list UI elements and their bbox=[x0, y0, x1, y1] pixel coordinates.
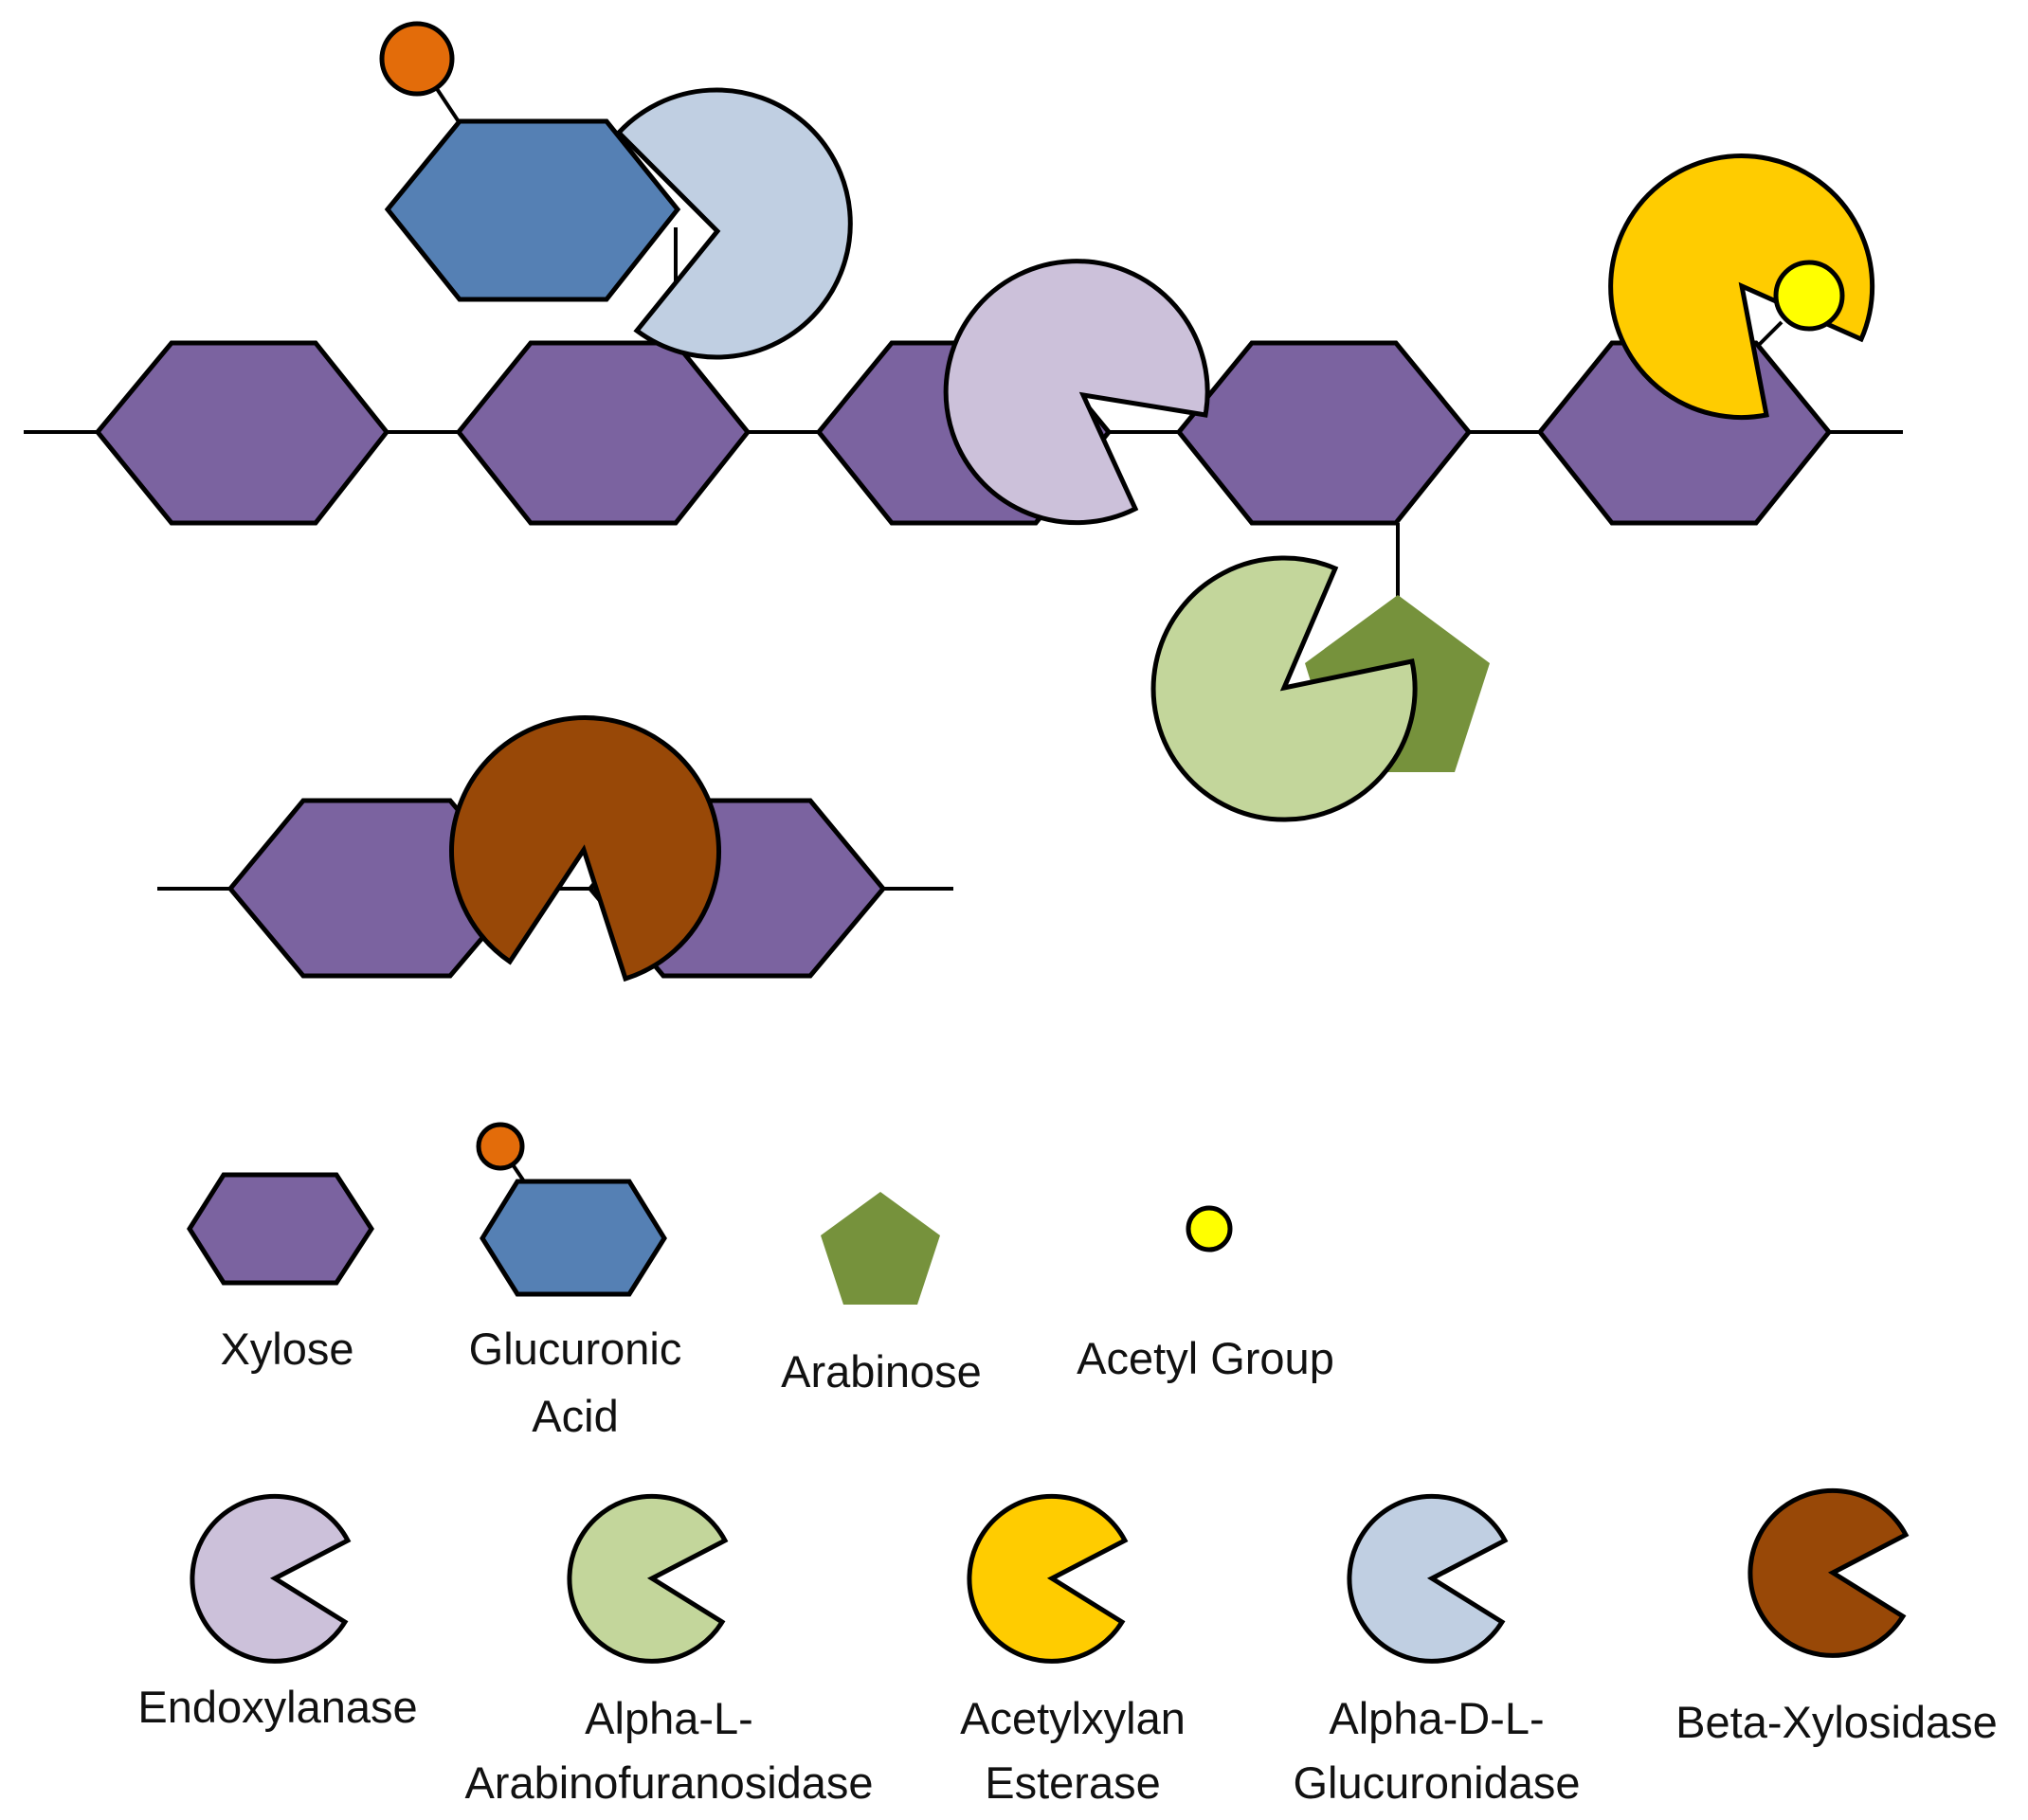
xylose-unit bbox=[94, 340, 390, 526]
beta-xylosidase-label: Beta-Xylosidase bbox=[1675, 1697, 1998, 1747]
acetyl-group-legend-icon bbox=[1186, 1205, 1233, 1252]
endoxylanase-legend-icon bbox=[192, 1496, 348, 1661]
glucuronidase-label-line1: Alpha-D-L- bbox=[1329, 1693, 1544, 1743]
esterase-label-line2: Esterase bbox=[985, 1757, 1160, 1808]
endoxylanase-enzyme bbox=[943, 259, 1210, 526]
endoxylanase-label: Endoxylanase bbox=[137, 1682, 417, 1732]
acetyl-bond bbox=[1756, 320, 1784, 348]
endoxylanase-active bbox=[943, 259, 1210, 526]
alpha-d-l-glucuronidase-legend-icon bbox=[1349, 1496, 1505, 1661]
arabinose-label: Arabinose bbox=[781, 1346, 982, 1397]
xylobiose-chain bbox=[157, 715, 953, 982]
arabinofuranosidase-label-line1: Alpha-L- bbox=[585, 1693, 753, 1743]
acetylxylan-esterase-legend-icon bbox=[969, 1496, 1125, 1661]
alpha-l-arabinofuranosidase-legend-icon bbox=[570, 1496, 725, 1661]
glucuronic-acid-legend-icon bbox=[480, 1179, 667, 1297]
alpha-l-arabinofuranosidase-enzyme bbox=[1150, 555, 1418, 822]
glucuronic-acid-side-chain bbox=[379, 21, 853, 360]
glucuronic-legend-cap-icon bbox=[476, 1122, 525, 1171]
glucuronic-acid-label-line1: Glucuronic bbox=[469, 1324, 682, 1374]
glucuronidase-label-line2: Glucuronidase bbox=[1293, 1757, 1580, 1808]
xylose-label: Xylose bbox=[220, 1324, 353, 1374]
arabinofuranosidase-label-line2: Arabinofuranosidase bbox=[464, 1757, 873, 1808]
esterase-label-line1: Acetylxylan bbox=[960, 1693, 1186, 1743]
xylose-unit bbox=[455, 340, 751, 526]
acetylxylan-esterase-enzyme bbox=[1608, 153, 1875, 421]
enzyme-legend: Endoxylanase Alpha-L- Arabinofuranosidas… bbox=[137, 1490, 1998, 1808]
beta-xylosidase-legend-icon bbox=[1750, 1490, 1906, 1655]
acetyl-group-label: Acetyl Group bbox=[1077, 1333, 1334, 1383]
acetyl-group bbox=[1773, 260, 1845, 332]
xylose-legend-icon bbox=[187, 1172, 374, 1286]
acetyl-esterase-active bbox=[1608, 153, 1875, 421]
substrate-legend: Xylose Glucuronic Acid Arabinose Acetyl … bbox=[187, 1122, 1334, 1441]
alpha-d-l-glucuronidase-enzyme bbox=[615, 87, 853, 360]
xylose-unit bbox=[1175, 340, 1473, 526]
glucuronic-acid-unit bbox=[384, 118, 681, 302]
arabinose-legend-icon bbox=[821, 1192, 940, 1305]
beta-xylosidase-enzyme bbox=[449, 715, 722, 982]
glucuronic-acid-cap-circle bbox=[379, 21, 455, 97]
glucuronic-acid-label-line2: Acid bbox=[532, 1391, 618, 1441]
arabinose-side-chain bbox=[1150, 523, 1490, 822]
